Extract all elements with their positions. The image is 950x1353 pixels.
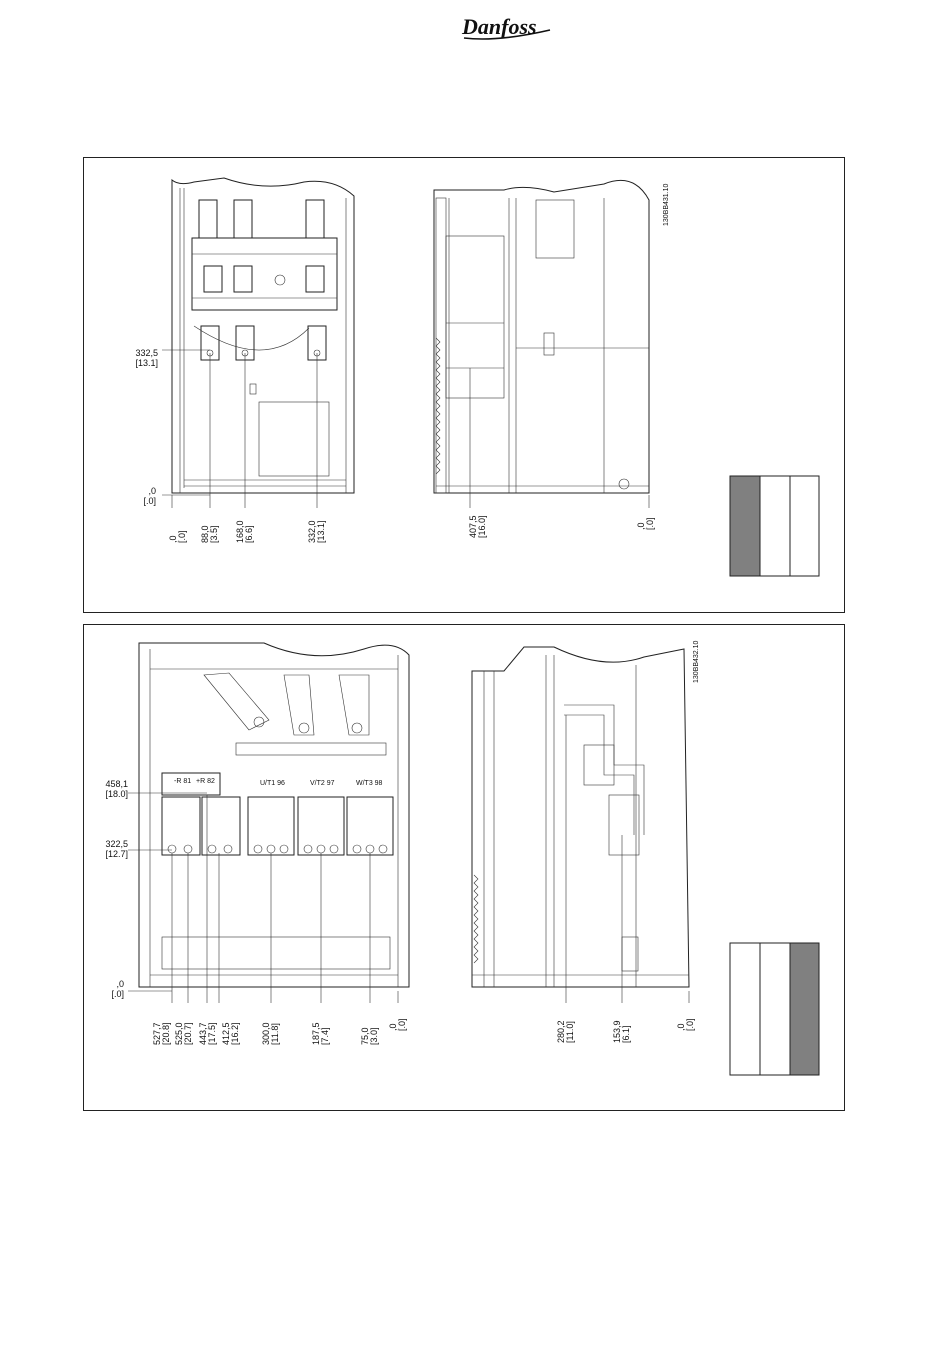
dim-side-153-9-inch: [6.1] [621, 1025, 631, 1043]
dim-bottom-0-inch: [.0] [397, 1018, 407, 1031]
dim-left-0: ,0 [116, 979, 124, 989]
dim-side-0-inch: [.0] [685, 1018, 695, 1031]
dim-bottom-527-7: 527,7 [152, 1022, 162, 1045]
dim-left-0-inch: [.0] [111, 989, 124, 999]
dim-bottom-332-inch: [13.1] [316, 520, 326, 543]
dim-bottom-75-inch: [3.0] [369, 1027, 379, 1045]
dim-bottom-88: 88,0 [200, 525, 210, 543]
view-indicator-2 [729, 942, 820, 1076]
side-view-2 [471, 646, 690, 988]
dim-bottom-412-5-inch: [16.2] [230, 1022, 240, 1045]
dim-left-322-5: 322,5 [105, 839, 128, 849]
dim-side-0-inch: [.0] [645, 517, 655, 530]
terminal-w: W/T3 98 [356, 780, 383, 787]
front-view-1 [171, 177, 355, 494]
dim-side-280-2-inch: [11.0] [565, 1021, 575, 1043]
dim-side-280-2: 280,2 [556, 1020, 566, 1043]
dim-bottom-525-inch: [20.7] [183, 1022, 193, 1045]
dim-bottom-412-5: 412,5 [221, 1022, 231, 1045]
dim-bottom-525: 525,0 [174, 1022, 184, 1045]
dim-side-0: ,0 [636, 522, 646, 530]
front-view-2: -R 81 +R 82 U/T1 96 V/T2 97 W/T3 98 [138, 642, 410, 988]
drawing-code-2: 130BB432.10 [693, 640, 700, 683]
dimension-lines-2 [128, 715, 690, 1003]
dim-left-332-5: 332,5 [135, 348, 158, 358]
dim-bottom-0-inch: [.0] [177, 530, 187, 543]
panel-1-drawing: 332,5 [13.1] ,0 [.0] ,0 [.0] 88,0 [3.5] … [135, 177, 820, 577]
dim-bottom-187-5: 187,5 [311, 1022, 321, 1045]
danfoss-logo: Danfoss [461, 14, 551, 40]
dim-bottom-332: 332,0 [307, 520, 317, 543]
dim-bottom-300: 300,0 [261, 1022, 271, 1045]
dim-bottom-168-inch: [6.6] [244, 525, 254, 543]
dim-bottom-88-inch: [3.5] [209, 525, 219, 543]
dim-bottom-0: ,0 [388, 1023, 398, 1031]
dim-bottom-443-7-inch: [17.5] [207, 1022, 217, 1045]
aux-label-plus: +R 82 [196, 778, 215, 785]
terminal-u: U/T1 96 [260, 780, 285, 787]
terminal-v: V/T2 97 [310, 780, 335, 787]
dim-bottom-75: 75,0 [360, 1027, 370, 1045]
dim-bottom-168: 168,0 [235, 520, 245, 543]
dim-left-458-1-inch: [18.0] [105, 789, 128, 799]
dim-side-153-9: 153,9 [612, 1020, 622, 1043]
dim-left-458-1: 458,1 [105, 779, 128, 789]
dim-left-0: ,0 [148, 486, 156, 496]
dim-bottom-443-7: 443,7 [198, 1022, 208, 1045]
aux-label-minus: -R 81 [174, 778, 191, 785]
drawing-code-1: 130BB431.10 [663, 183, 670, 226]
dim-left-322-5-inch: [12.7] [105, 849, 128, 859]
dim-left-0-inch: [.0] [143, 496, 156, 506]
dim-bottom-300-inch: [11.8] [270, 1023, 280, 1045]
dim-side-407-5-inch: [16.0] [477, 515, 487, 538]
dim-bottom-187-5-inch: [7.4] [320, 1027, 330, 1045]
dimension-lines-1 [162, 349, 650, 508]
dim-side-407-5: 407,5 [468, 515, 478, 538]
dim-side-0: ,0 [676, 1023, 686, 1031]
drawing-panel-1: 332,5 [13.1] ,0 [.0] ,0 [.0] 88,0 [3.5] … [83, 157, 845, 613]
drawing-panel-2: -R 81 +R 82 U/T1 96 V/T2 97 W/T3 98 [83, 624, 845, 1111]
dim-left-332-5-inch: [13.1] [135, 358, 158, 368]
dim-bottom-527-7-inch: [20.8] [161, 1022, 171, 1045]
dim-bottom-0: ,0 [168, 535, 178, 543]
side-view-1 [433, 180, 650, 494]
panel-2-drawing: -R 81 +R 82 U/T1 96 V/T2 97 W/T3 98 [105, 640, 820, 1076]
view-indicator-1 [729, 475, 820, 577]
